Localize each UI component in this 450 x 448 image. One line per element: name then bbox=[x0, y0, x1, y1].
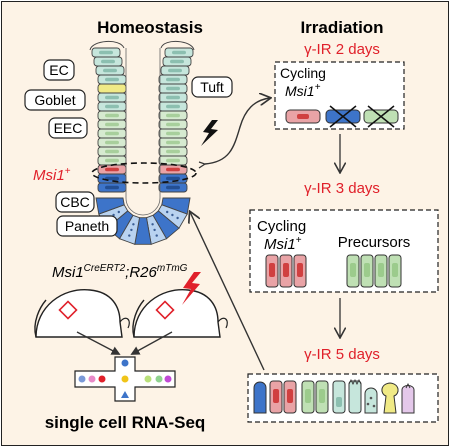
paneth-granule bbox=[128, 234, 131, 237]
ec-cell-nucleus bbox=[105, 77, 119, 82]
precursor-cell-nucleus bbox=[166, 113, 180, 118]
paneth-granule bbox=[171, 213, 174, 217]
mouse-to-sort-arrow-2 bbox=[130, 331, 173, 355]
right-epithelial-column bbox=[158, 41, 195, 193]
ec-cell-nucleus bbox=[101, 59, 115, 64]
ir-3days-cycling-label: Cycling bbox=[257, 218, 306, 235]
ir-3days-box bbox=[249, 209, 439, 293]
precursor-cell-nucleus bbox=[105, 149, 119, 154]
regeneration-arrow bbox=[190, 212, 265, 371]
ir-3days-msi1-label: Msi1+ bbox=[264, 235, 302, 253]
goblet-cell bbox=[97, 83, 127, 94]
ir-2days-cells bbox=[285, 105, 399, 128]
ec-cell-nucleus bbox=[105, 104, 119, 109]
msi1-cell-highlight-ellipse bbox=[91, 162, 197, 184]
cbc-cell bbox=[95, 197, 125, 215]
ir-3days-cycling-cells bbox=[265, 254, 307, 288]
mouse-irradiated-icon bbox=[132, 289, 228, 338]
paneth-granule bbox=[117, 210, 121, 214]
paneth-granule bbox=[153, 228, 156, 232]
red-lightning-icon bbox=[182, 272, 201, 305]
irradiation-path-arrow bbox=[204, 98, 270, 165]
ir-3days-label: γ-IR 3 days bbox=[304, 180, 380, 197]
ec-cell-nucleus bbox=[172, 50, 186, 55]
ir-3days-precursors-label: Precursors bbox=[338, 234, 411, 251]
msi1-cell-nucleus bbox=[105, 167, 119, 172]
msi1-label: Msi1+ bbox=[33, 166, 71, 184]
cbc-cell-nucleus bbox=[166, 176, 180, 181]
paneth-granule bbox=[176, 216, 179, 220]
paneth-label-box: Paneth bbox=[56, 215, 118, 237]
ir-3days-precursor-cells bbox=[346, 254, 402, 288]
cbc-cell-nucleus bbox=[105, 185, 119, 190]
crypt-villus-structure bbox=[89, 41, 195, 245]
ir-2days-label: γ-IR 2 days bbox=[304, 41, 380, 58]
goblet-label: Goblet bbox=[34, 92, 75, 108]
ec-cell-nucleus bbox=[166, 86, 180, 91]
ec-label-box: EC bbox=[43, 59, 75, 81]
ec-cell-nucleus bbox=[105, 95, 119, 100]
paneth-label: Paneth bbox=[65, 218, 109, 234]
irradiation-title: Irradiation bbox=[300, 18, 383, 37]
ec-cell-nucleus bbox=[99, 50, 113, 55]
black-lightning-icon bbox=[201, 120, 218, 146]
paneth-granule bbox=[151, 223, 154, 226]
precursor-cell-nucleus bbox=[166, 140, 180, 145]
precursor-cell-nucleus bbox=[166, 131, 180, 136]
cbc-label-box: CBC bbox=[55, 191, 95, 213]
scrna-seq-label: single cell RNA-Seq bbox=[45, 413, 206, 432]
ec-cell-nucleus bbox=[170, 59, 184, 64]
msi1-cell-nucleus bbox=[166, 167, 180, 172]
mouse-to-sort-arrow-1 bbox=[76, 331, 121, 355]
eec-label-box: EEC bbox=[48, 117, 88, 139]
precursor-cell-nucleus bbox=[105, 131, 119, 136]
cbc-cell-nucleus bbox=[105, 176, 119, 181]
mouse-control-icon bbox=[34, 289, 130, 338]
cbc-cell-nucleus bbox=[166, 185, 180, 190]
right-villus-tip bbox=[160, 41, 195, 51]
ec-cell-nucleus bbox=[166, 104, 180, 109]
single-cell-sorting-icon bbox=[74, 356, 176, 402]
tuft-cell-nucleus bbox=[166, 77, 180, 82]
precursor-cell-nucleus bbox=[166, 122, 180, 127]
paneth-granule bbox=[112, 213, 115, 217]
ec-cell-nucleus bbox=[166, 95, 180, 100]
ir-2days-cycling-label: Cycling bbox=[280, 65, 326, 81]
paneth-granule bbox=[166, 210, 169, 214]
precursor-cell-nucleus bbox=[166, 149, 180, 154]
ec-cell-nucleus bbox=[168, 68, 182, 73]
homeostasis-title: Homeostasis bbox=[97, 18, 203, 37]
cbc-label: CBC bbox=[60, 194, 90, 210]
ec-cell-nucleus bbox=[103, 68, 117, 73]
precursor-cell-nucleus bbox=[105, 140, 119, 145]
tuft-label-box: Tuft bbox=[191, 76, 233, 98]
paneth-granule bbox=[130, 228, 133, 232]
ir-2days-msi1-label: Msi1+ bbox=[285, 82, 321, 99]
ir-5days-cells bbox=[253, 378, 415, 414]
paneth-granule bbox=[132, 223, 135, 226]
ec-label: EC bbox=[49, 62, 68, 78]
precursor-cell-nucleus bbox=[105, 113, 119, 118]
ir-5days-label: γ-IR 5 days bbox=[304, 346, 380, 363]
goblet-label-box: Goblet bbox=[24, 89, 86, 111]
left-villus-tip bbox=[89, 41, 125, 51]
paneth-granule bbox=[155, 234, 158, 237]
tuft-label: Tuft bbox=[200, 79, 224, 95]
precursor-cell-nucleus bbox=[166, 158, 180, 163]
eec-label: EEC bbox=[54, 120, 83, 136]
precursor-cell-nucleus bbox=[105, 158, 119, 163]
genotype-label: Msi1CreERT2;R26mTmG bbox=[52, 263, 188, 281]
crypt-lumen bbox=[125, 48, 161, 216]
precursor-cell-nucleus bbox=[105, 122, 119, 127]
left-epithelial-column bbox=[89, 41, 127, 193]
